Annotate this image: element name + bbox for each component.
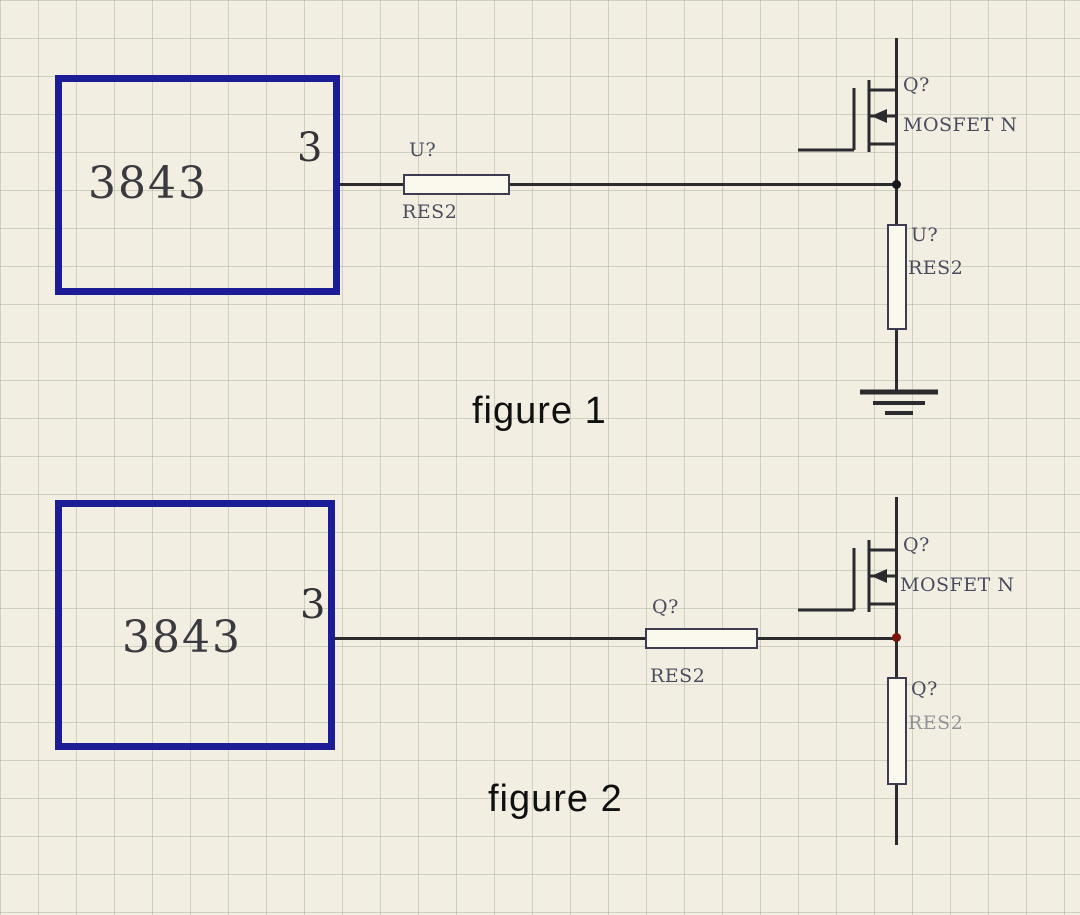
pulldown-resistor-value: RES2 [908,712,964,734]
series-resistor-body [645,628,758,649]
wire-pin3-to-node [340,183,898,186]
junction-dot [892,180,901,189]
wire-pin3-to-node [335,637,897,640]
pulldown-resistor-designator: Q? [911,678,938,700]
pulldown-resistor-designator: U? [911,224,939,246]
mosfet-arrow-icon [871,569,887,583]
pulldown-resistor-body [887,677,907,785]
series-resistor-designator: Q? [652,596,679,618]
mosfet-designator: Q? [903,74,930,96]
series-resistor-body [403,174,510,195]
ic-box-3843 [55,75,340,295]
ic-label: 3843 [122,612,242,663]
pulldown-resistor-body [887,224,907,330]
ic-pin3-label: 3 [297,125,323,171]
ic-label: 3843 [88,158,208,209]
mosfet-value: MOSFET N [900,574,1015,596]
mosfet-designator: Q? [903,534,930,556]
figure2-caption: figure 2 [488,778,623,820]
wire-mosfet-vertical [895,497,898,845]
series-resistor-value: RES2 [650,665,706,687]
series-resistor-value: RES2 [402,201,458,223]
mosfet-value: MOSFET N [903,114,1018,136]
mosfet-n-symbol [798,540,897,612]
wire-mosfet-vertical [895,38,898,392]
pulldown-resistor-value: RES2 [908,257,964,279]
junction-dot [892,633,901,642]
figure1-caption: figure 1 [472,390,607,432]
mosfet-arrow-icon [871,109,887,123]
ground-symbol-icon [860,389,938,415]
series-resistor-designator: U? [409,139,437,161]
mosfet-n-symbol [798,80,897,152]
ic-box-3843 [55,500,335,750]
ic-pin3-label: 3 [300,582,326,628]
